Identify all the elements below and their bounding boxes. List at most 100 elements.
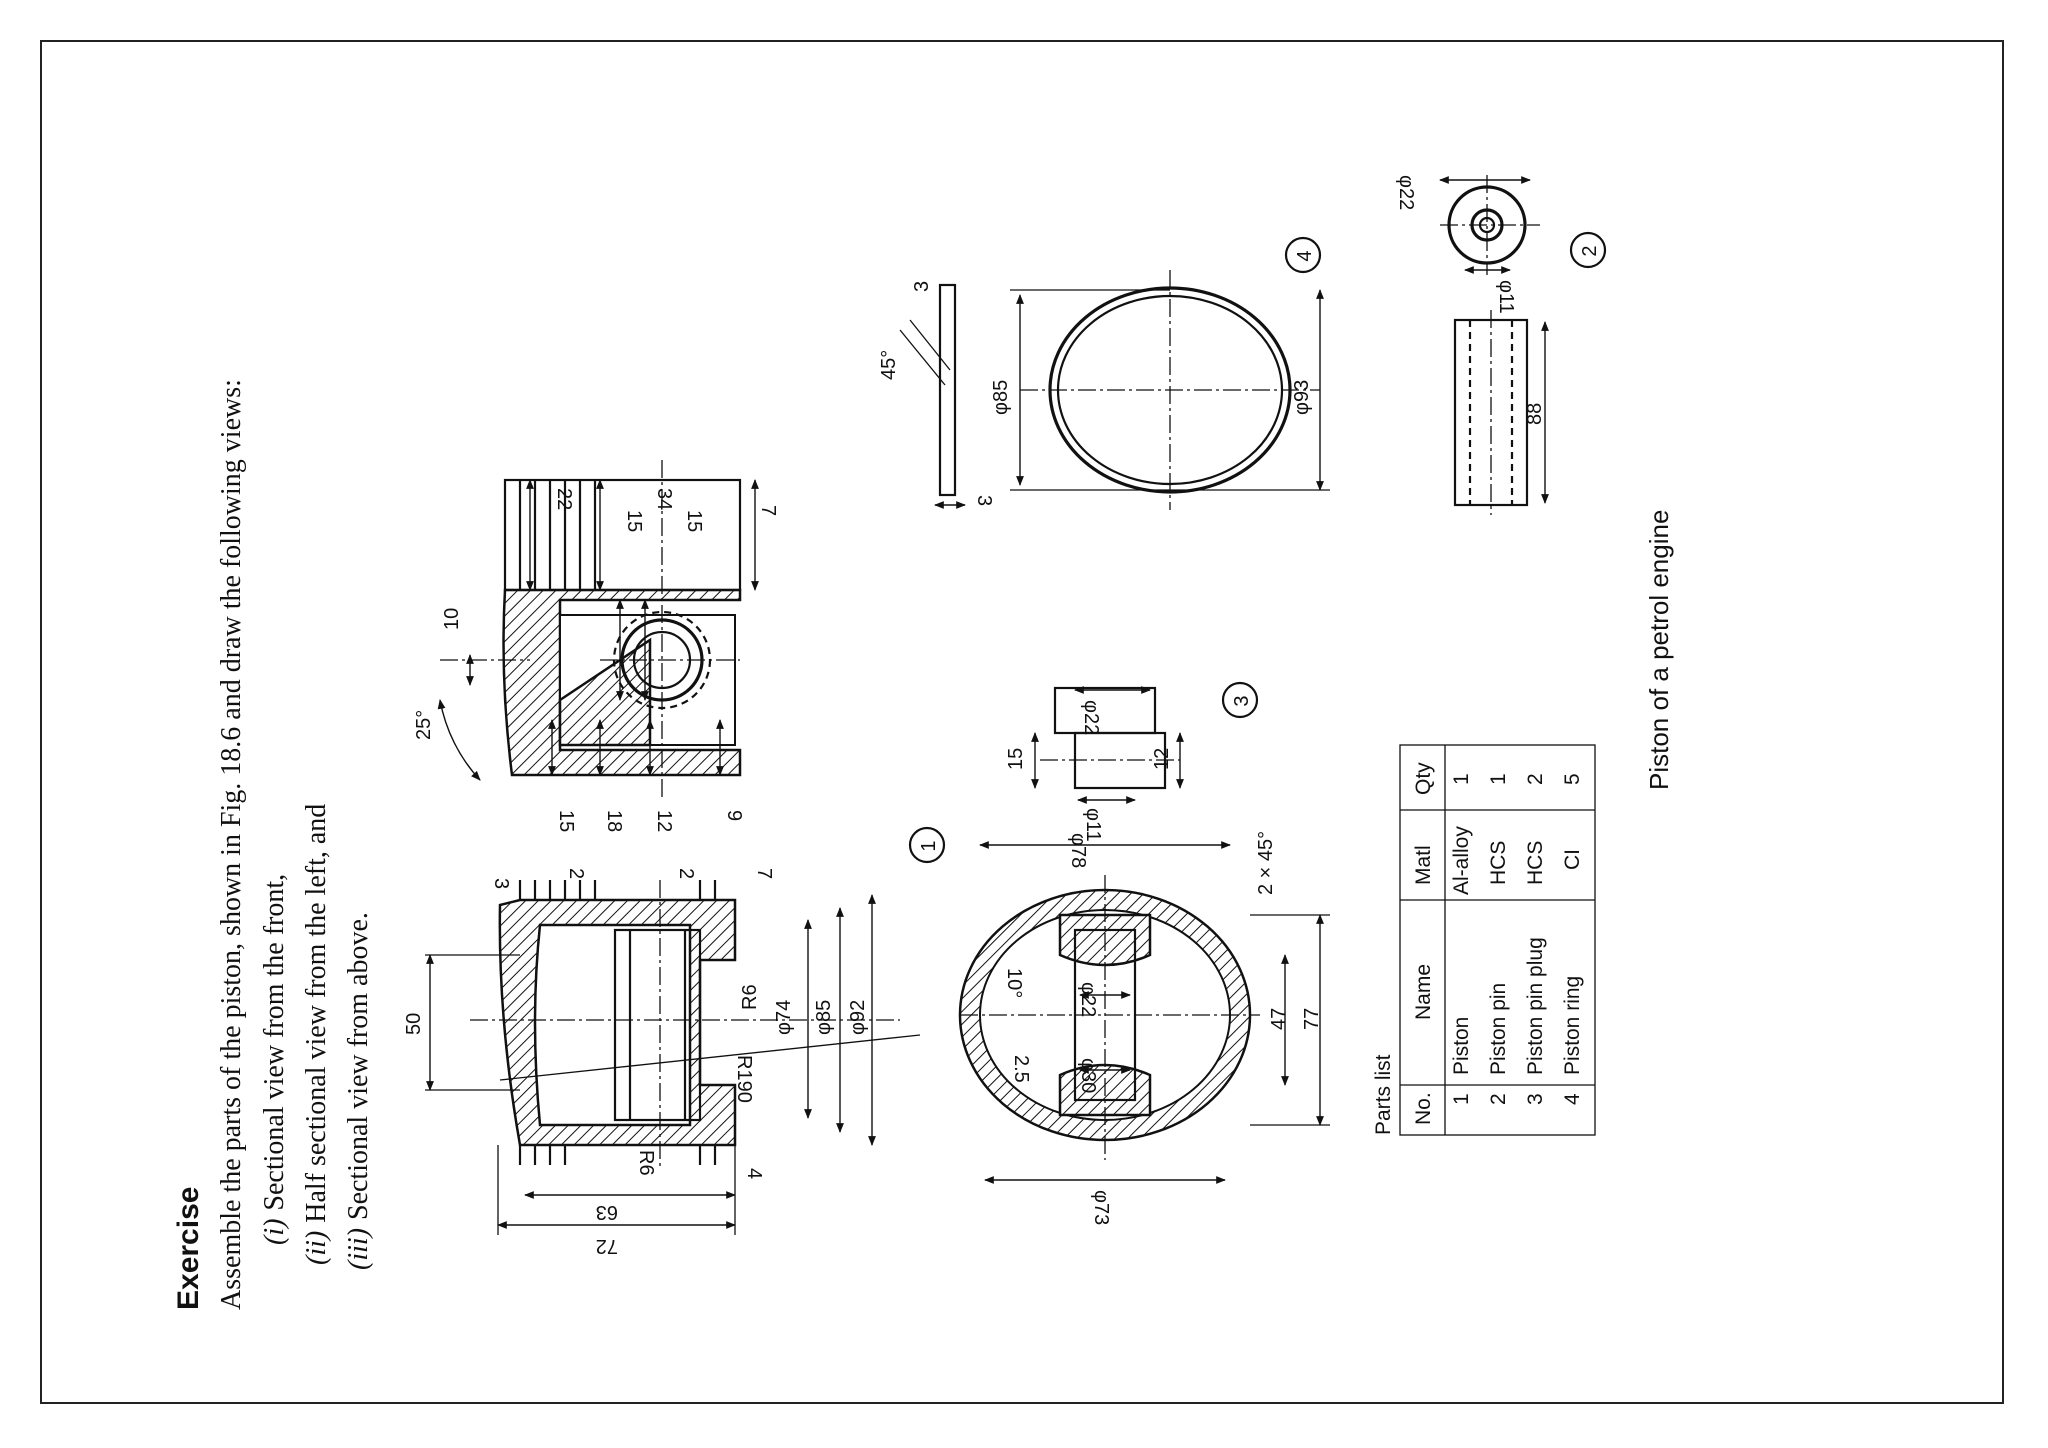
svg-text:(i)Sectional view from the fro: (i)Sectional view from the front, (259, 874, 290, 1245)
svg-text:Assemble the parts of the pist: Assemble the parts of the piston, shown … (216, 379, 247, 1310)
svg-text:2: 2 (1524, 773, 1547, 785)
piston-top-dimension-labels: φ78 10° φ22 2.5 φ30 2 × 45° 47 77 φ73 (1003, 831, 1323, 1225)
svg-text:φ85: φ85 (990, 380, 1012, 415)
svg-text:10: 10 (441, 608, 463, 630)
svg-text:25°: 25° (413, 710, 435, 740)
svg-text:3: 3 (1524, 1093, 1547, 1105)
svg-text:15: 15 (683, 510, 705, 532)
svg-text:CI: CI (1561, 849, 1584, 870)
svg-text:4: 4 (1561, 1093, 1584, 1105)
svg-text:φ30: φ30 (1077, 1058, 1099, 1093)
svg-text:φ73: φ73 (1090, 1190, 1112, 1225)
piston-pin-plug (1031, 686, 1184, 804)
svg-text:15: 15 (1005, 748, 1027, 770)
svg-text:1: 1 (1450, 773, 1473, 785)
piston-top-section (958, 841, 1330, 1184)
svg-text:φ22: φ22 (1077, 982, 1099, 1017)
part-balloon-3: 3 (1221, 681, 1259, 719)
svg-text:2 × 45°: 2 × 45° (1255, 831, 1277, 895)
svg-text:(iii)Sectional view from above: (iii)Sectional view from above. (343, 912, 374, 1270)
svg-text:Al-alloy: Al-alloy (1450, 826, 1473, 895)
svg-text:φ74: φ74 (773, 1000, 795, 1035)
svg-text:φ22: φ22 (1395, 175, 1417, 210)
table-row: 4 Piston ring CI 5 (1561, 773, 1584, 1105)
svg-text:7: 7 (757, 505, 779, 516)
table-header: Qty (1412, 762, 1435, 795)
svg-text:HCS: HCS (1524, 841, 1547, 885)
page-border (40, 40, 2004, 1404)
exercise-heading: Exercise (172, 1187, 205, 1310)
svg-text:12: 12 (1151, 748, 1173, 770)
parts-list: Parts list No. Name Matl Qty 1 Piston Al… (1372, 744, 1596, 1136)
svg-text:Piston of a petrol engine: Piston of a petrol engine (1644, 510, 1674, 790)
piston-side-view (437, 460, 759, 800)
svg-text:Piston pin plug: Piston pin plug (1524, 937, 1547, 1075)
svg-text:88: 88 (1524, 403, 1546, 425)
exercise-instruction: Assemble the parts of the piston, shown … (216, 379, 247, 1310)
svg-text:2: 2 (565, 868, 587, 879)
svg-text:Piston pin: Piston pin (1487, 983, 1510, 1075)
svg-text:4: 4 (743, 1168, 765, 1179)
svg-text:18: 18 (603, 810, 625, 832)
svg-text:1: 1 (1487, 773, 1510, 785)
parts-list-title: Parts list (1372, 1054, 1395, 1135)
svg-text:(ii)Half sectional view from t: (ii)Half sectional view from the left, a… (301, 804, 332, 1265)
svg-text:47: 47 (1268, 1008, 1290, 1030)
svg-text:φ85: φ85 (813, 1000, 835, 1035)
svg-text:φ11: φ11 (1082, 808, 1104, 842)
svg-text:2.5: 2.5 (1010, 1055, 1032, 1083)
svg-text:3: 3 (911, 281, 933, 292)
svg-text:3: 3 (1231, 695, 1253, 706)
svg-text:5: 5 (1561, 773, 1584, 785)
svg-text:77: 77 (1301, 1008, 1323, 1030)
table-row: 3 Piston pin plug HCS 2 (1524, 773, 1547, 1105)
svg-text:R190: R190 (733, 1055, 755, 1103)
svg-text:10°: 10° (1003, 968, 1025, 998)
svg-text:R6: R6 (635, 1150, 657, 1176)
view-item-1: (i)Sectional view from the front, (259, 874, 290, 1245)
piston-pin (1439, 175, 1549, 515)
svg-text:15: 15 (555, 810, 577, 832)
table-header: Matl (1412, 845, 1435, 885)
svg-text:φ92: φ92 (847, 1000, 869, 1035)
svg-text:R6: R6 (739, 984, 761, 1010)
svg-text:45°: 45° (878, 350, 900, 380)
svg-text:3: 3 (973, 495, 995, 506)
svg-text:2: 2 (1579, 245, 1601, 256)
ring-dimension-labels: 3 45° φ85 3 φ93 (878, 281, 1313, 506)
view-item-2: (ii)Half sectional view from the left, a… (301, 804, 332, 1265)
svg-text:φ22: φ22 (1080, 700, 1102, 735)
svg-text:9: 9 (723, 810, 745, 821)
piston-front-section (425, 880, 921, 1235)
svg-text:4: 4 (1294, 250, 1316, 261)
part-balloon-1: 1 (908, 826, 946, 864)
svg-text:3: 3 (490, 878, 512, 889)
svg-text:Piston: Piston (1450, 1017, 1473, 1075)
svg-text:2: 2 (675, 868, 697, 879)
svg-text:Piston ring: Piston ring (1561, 976, 1584, 1075)
svg-text:34: 34 (653, 488, 675, 510)
svg-text:22: 22 (553, 488, 575, 510)
svg-text:63: 63 (596, 1201, 618, 1223)
part-balloon-2: 2 (1569, 231, 1607, 269)
svg-text:12: 12 (653, 810, 675, 832)
svg-text:φ93: φ93 (1291, 380, 1313, 415)
table-row: 1 Piston Al-alloy 1 (1450, 773, 1473, 1105)
svg-text:Exercise: Exercise (172, 1187, 205, 1310)
table-header: No. (1412, 1092, 1435, 1125)
table-row: 2 Piston pin HCS 1 (1487, 773, 1510, 1105)
figure-caption: Piston of a petrol engine (1644, 510, 1674, 790)
pin-plug-dimension-labels: 15 φ22 12 φ11 (1005, 700, 1173, 842)
svg-text:2: 2 (1487, 1093, 1510, 1105)
part-balloon-4: 4 (1284, 236, 1322, 274)
table-header: Name (1412, 964, 1435, 1020)
svg-text:φ78: φ78 (1067, 833, 1089, 868)
piston-side-dimension-labels: 25° 10 22 34 15 15 7 15 18 12 9 (413, 488, 779, 832)
svg-text:15: 15 (623, 510, 645, 532)
svg-text:50: 50 (403, 1013, 425, 1035)
view-item-3: (iii)Sectional view from above. (343, 912, 374, 1270)
svg-text:HCS: HCS (1487, 841, 1510, 885)
svg-text:φ11: φ11 (1495, 280, 1517, 314)
svg-text:7: 7 (753, 868, 775, 879)
